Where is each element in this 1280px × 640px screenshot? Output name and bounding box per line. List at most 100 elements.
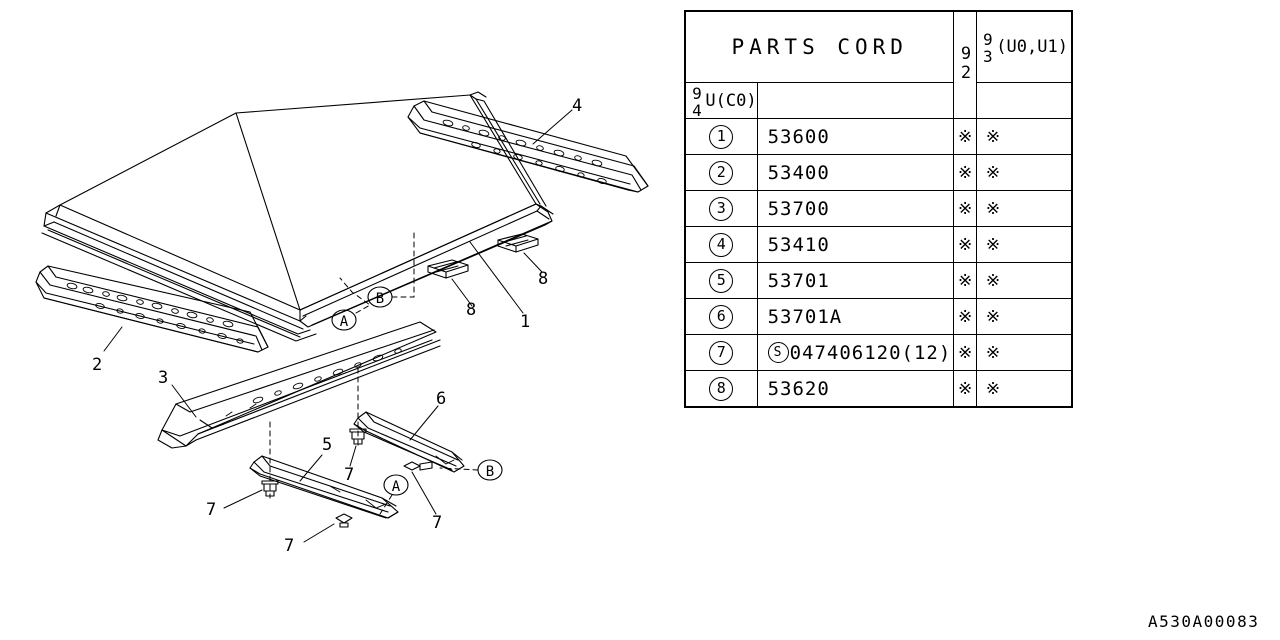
table-header-row: PARTS CORD 92 93 (U0,U1) [684,10,1073,119]
leader-roof-panel: 1 [469,241,530,332]
row-mark-93: ※ [975,334,1073,371]
variant-94-cell: 94 U(C0) [684,82,758,119]
roof-panel-part [41,91,554,342]
row-mark-92: ※ [953,154,977,191]
row-mark-92: ※ [953,190,977,227]
row-number-cell: 4 [684,226,758,263]
leader-bracket-a: 8 [451,278,476,320]
table-row[interactable]: 3 53700 ※ ※ [684,190,1073,227]
row-code-cell: 53410 [756,226,955,263]
row-number-2: 2 [709,160,734,185]
mark-6-93: ※ [985,306,1001,327]
callout-7-a: 7 [206,500,216,520]
callout-8-a: 8 [466,300,476,320]
callout-2: 2 [92,355,102,375]
row-code-cell: 53701 [756,262,955,299]
part-code-3: 53700 [767,197,830,220]
mark-8-92: ※ [958,378,973,399]
callout-7-c: 7 [432,513,442,533]
mark-3-92: ※ [958,198,973,219]
mark-1-93: ※ [985,126,1001,147]
row-mark-93: ※ [975,298,1073,335]
row-number-cell: 1 [684,118,758,155]
callout-5: 5 [322,435,332,455]
leader-bolt-1: 7 [206,489,263,520]
table-title: PARTS CORD [684,10,955,83]
row-mark-93: ※ [975,370,1073,408]
row-number-cell: 2 [684,154,758,191]
table-row[interactable]: 1 53600 ※ ※ [684,118,1073,155]
mark-1-92: ※ [958,126,973,147]
callout-7-b: 7 [344,465,354,485]
table-header-row-2: 94 U(C0) [684,82,1072,119]
row-number-cell: 8 [684,370,758,408]
row-mark-93: ※ [975,190,1073,227]
center-bow-part [249,455,399,519]
leader-bracket-b: 8 [523,252,548,289]
leader-bolt-2: 7 [344,445,357,485]
row-number-4: 4 [709,232,734,257]
year-92-label: 92 [955,44,976,82]
callout-8-b: 8 [538,269,548,289]
part-code-5: 53701 [767,269,830,292]
mark-7-93: ※ [985,342,1001,363]
section-label-b: B [376,291,384,307]
row-mark-93: ※ [975,226,1073,263]
row-mark-92: ※ [953,226,977,263]
part-code-2: 53400 [767,161,830,184]
row-code-cell: 53700 [756,190,955,227]
mark-2-93: ※ [985,162,1001,183]
mark-2-92: ※ [958,162,973,183]
table-row[interactable]: 8 53620 ※ ※ [684,370,1073,408]
row-number-cell: 5 [684,262,758,299]
rear-rail-part [35,265,269,353]
alignment-lines [269,367,359,499]
section-label-a: A [340,314,349,330]
screw-prefix-icon: S [767,342,789,363]
bolt-part-2 [349,428,367,445]
part-code-4: 53410 [767,233,830,256]
row-code-cell: 53620 [756,370,955,408]
mark-3-93: ※ [985,198,1001,219]
callout-3: 3 [158,368,168,388]
table-row[interactable]: 5 53701 ※ ※ [684,262,1073,299]
section-label-b-lower: B [486,464,494,480]
mark-4-92: ※ [958,234,973,255]
variant-94-text: U(C0) [705,90,757,111]
callout-6: 6 [436,389,446,409]
callout-4: 4 [572,96,582,116]
variant-93-year: 93 [978,30,998,64]
row-number-8: 8 [709,376,734,401]
leader-side-rail: 3 [158,368,197,418]
part-code-7: 047406120(12) [789,341,952,364]
leader-front-rail: 4 [532,96,582,145]
row-mark-92: ※ [953,262,977,299]
row-number-cell: 7 [684,334,758,371]
mark-4-93: ※ [985,234,1001,255]
variant-93-cell: 93 (U0,U1) [975,10,1073,83]
rear-bow-part [353,411,465,473]
mark-7-92: ※ [958,342,973,363]
table-row[interactable]: 2 53400 ※ ※ [684,154,1073,191]
table-row[interactable]: 4 53410 ※ ※ [684,226,1073,263]
bracket-part-b [497,233,539,253]
leader-bolt-4: 7 [284,523,335,556]
leader-bolt-3: 7 [411,471,442,533]
row-mark-92: ※ [953,334,977,371]
part-code-8: 53620 [767,377,830,400]
parts-illustration: 1 [35,91,649,556]
bolt-part-3 [403,461,433,471]
row-mark-92: ※ [953,370,977,408]
row-number-6: 6 [709,304,734,329]
leader-rear-bow: 6 [409,389,446,441]
row-mark-92: ※ [953,118,977,155]
mark-8-93: ※ [985,378,1001,399]
variant-93-text: (U0,U1) [996,37,1068,57]
section-marker-b-upper: B [367,228,415,308]
table-row[interactable]: 6 53701A ※ ※ [684,298,1073,335]
row-number-7: 7 [709,340,734,365]
row-number-cell: 6 [684,298,758,335]
row-number-cell: 3 [684,190,758,227]
